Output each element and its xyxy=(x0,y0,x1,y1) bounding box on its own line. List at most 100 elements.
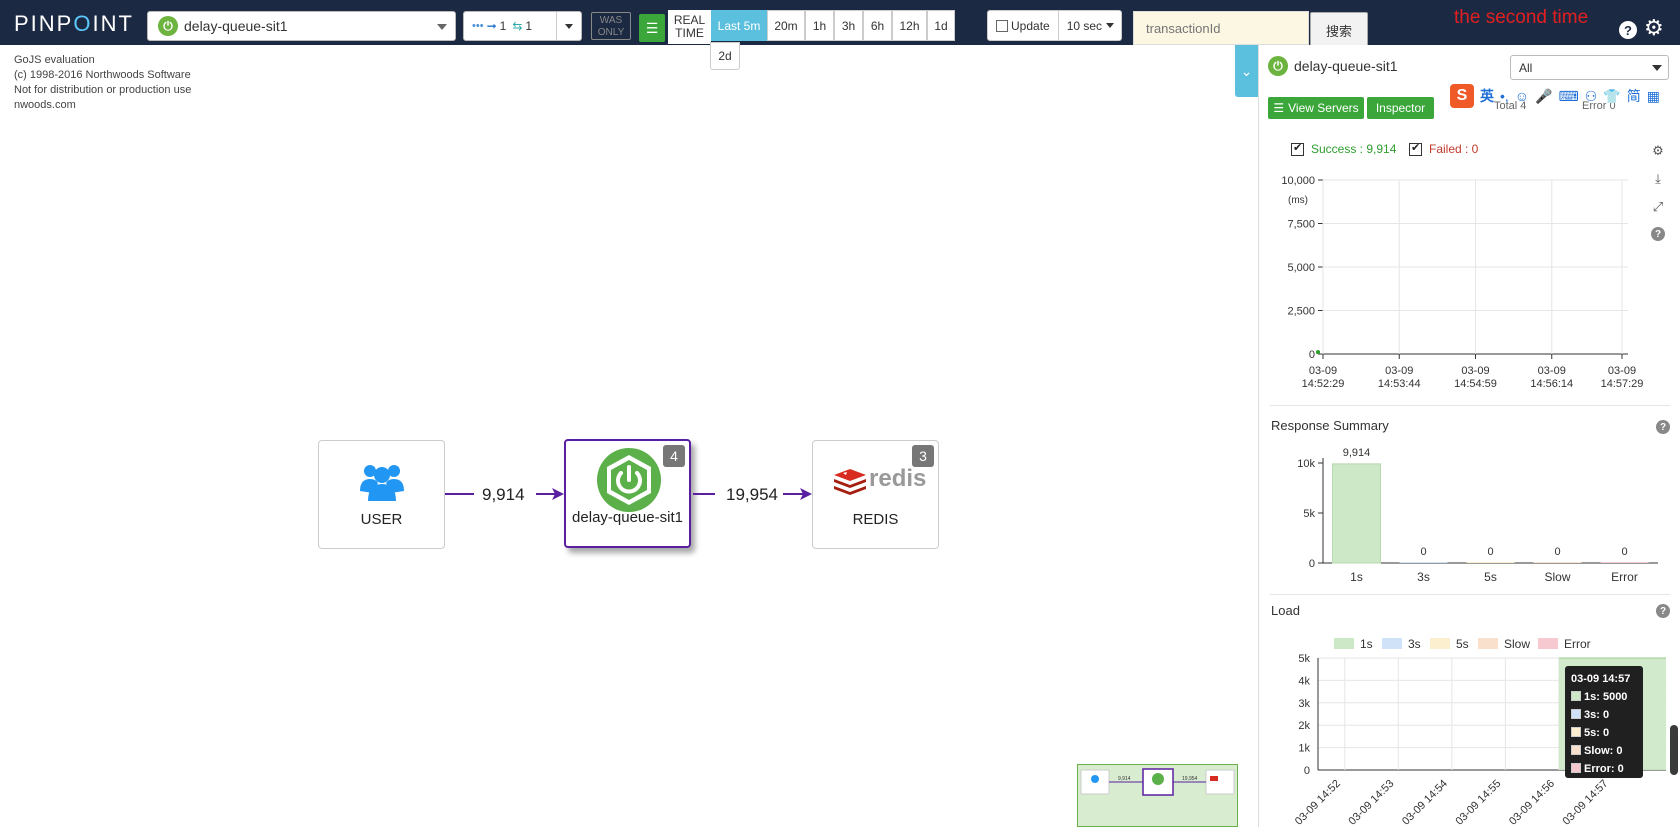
user-icon[interactable]: ⚇ xyxy=(1584,87,1598,104)
x-tick-label: 03-09 14:56 xyxy=(1507,778,1557,827)
legend-swatch xyxy=(1382,638,1402,649)
application-select-value: delay-queue-sit1 xyxy=(184,18,288,34)
node-application[interactable]: 4 delay-queue-sit1 xyxy=(564,439,691,548)
failed-filter[interactable]: Failed : 0 xyxy=(1409,141,1478,156)
panel-collapse-toggle[interactable]: ⌄ xyxy=(1235,45,1258,97)
language-icon[interactable]: 英 xyxy=(1480,88,1494,104)
settings-icon[interactable]: ⚙ xyxy=(1652,143,1664,158)
list-view-button[interactable]: ☰ xyxy=(639,14,665,42)
response-time-scatter-chart[interactable]: 10,0007,5005,0002,5000(ms)03-0914:52:290… xyxy=(1268,170,1663,400)
y-tick-label: 7,500 xyxy=(1287,219,1315,231)
y-tick-label: 5k xyxy=(1298,653,1310,665)
help-icon[interactable]: ? xyxy=(1656,420,1670,434)
skin-icon[interactable]: 👕 xyxy=(1603,87,1621,104)
inspector-button[interactable]: Inspector xyxy=(1367,97,1434,119)
legend-swatch xyxy=(1538,638,1558,649)
diagram-edges xyxy=(445,488,812,500)
bar xyxy=(1600,562,1649,563)
success-checkbox[interactable] xyxy=(1291,141,1304,156)
x-tick-label: 03-09 14:53 xyxy=(1346,778,1396,827)
edge-user-to-app[interactable] xyxy=(445,488,564,500)
edge-user-app-count[interactable]: 9,914 xyxy=(482,485,525,504)
sogou-ime-icon[interactable]: S xyxy=(1450,84,1474,108)
range-1d-button[interactable]: 1d xyxy=(927,10,955,41)
x-tick-label: 03-09 14:57 xyxy=(1561,778,1611,827)
legend-swatch xyxy=(1478,638,1498,649)
keyboard-icon[interactable]: ⌨ xyxy=(1558,87,1579,104)
success-filter[interactable]: Success : 9,914 xyxy=(1291,141,1396,156)
range-last-5m-button[interactable]: Last 5m xyxy=(711,10,767,41)
auto-update-control[interactable]: Update 10 sec xyxy=(987,10,1122,41)
caller-depth-icon: ⇆ xyxy=(512,19,523,33)
help-icon[interactable]: ? xyxy=(1619,21,1637,39)
update-interval-select[interactable]: 10 sec xyxy=(1066,18,1103,33)
y-tick-label: 0 xyxy=(1309,558,1315,570)
search-button[interactable]: 搜索 xyxy=(1310,12,1368,49)
y-tick-label: 0 xyxy=(1309,349,1315,361)
edge-app-redis-count[interactable]: 19,954 xyxy=(726,485,778,504)
microphone-icon[interactable]: 🎤 xyxy=(1535,87,1553,104)
y-tick-label: 2,500 xyxy=(1287,306,1315,318)
range-6h-button[interactable]: 6h xyxy=(863,10,892,41)
gear-icon[interactable]: ⚙ xyxy=(1644,15,1664,40)
simplified-icon[interactable]: 简 xyxy=(1626,88,1641,104)
arrow-right-icon: ➞ xyxy=(486,19,497,33)
range-12h-button[interactable]: 12h xyxy=(892,10,927,41)
transaction-id-input[interactable] xyxy=(1133,11,1309,45)
arrow-right-icon xyxy=(552,488,564,500)
fullscreen-icon[interactable]: ⤢ xyxy=(1652,199,1664,214)
bar-value-label: 9,914 xyxy=(1343,447,1371,459)
bar-value-label: 0 xyxy=(1554,546,1560,558)
bar-value-label: 0 xyxy=(1487,546,1493,558)
edge-app-to-redis[interactable] xyxy=(693,488,812,500)
total-count: Total 4 xyxy=(1494,100,1527,112)
node-redis-label: REDIS xyxy=(852,511,899,528)
bar xyxy=(1399,562,1448,563)
grid-icon[interactable]: ▦ xyxy=(1646,87,1660,104)
x-tick-label: 14:52:29 xyxy=(1302,378,1345,390)
node-user-label: USER xyxy=(360,511,403,528)
y-tick-label: 3k xyxy=(1298,698,1310,710)
application-select[interactable]: ⏻ delay-queue-sit1 xyxy=(147,11,456,41)
x-tick-label: 03-09 xyxy=(1538,365,1566,377)
was-only-toggle[interactable]: WAS ONLY xyxy=(591,12,631,40)
callee-depth-value: 1 xyxy=(499,19,507,33)
range-20m-button[interactable]: 20m xyxy=(767,10,805,41)
chevron-down-icon xyxy=(1106,23,1115,28)
callee-depth-icon: ••• xyxy=(472,20,484,32)
failed-checkbox[interactable] xyxy=(1409,141,1422,156)
overview-minimap[interactable]: 9,914 19,954 xyxy=(1077,764,1238,827)
node-redis[interactable]: redis 3 REDIS xyxy=(812,440,939,549)
download-icon[interactable]: ⤓ xyxy=(1655,171,1661,186)
server-filter-select[interactable]: All xyxy=(1510,55,1669,80)
range-2d-button[interactable]: 2d xyxy=(710,42,740,70)
range-3h-button[interactable]: 3h xyxy=(834,10,863,41)
error-count: Error 0 xyxy=(1582,100,1616,112)
bar xyxy=(1533,562,1582,563)
search-depth-select[interactable]: ••• ➞ 1 ⇆ 1 xyxy=(463,11,582,41)
panel-scrollbar[interactable] xyxy=(1670,725,1678,775)
help-icon[interactable]: ? xyxy=(1650,226,1666,242)
emoji-icon[interactable]: ☺ xyxy=(1514,88,1530,104)
legend-label: 5s xyxy=(1456,637,1469,651)
view-servers-button[interactable]: ☰View Servers xyxy=(1268,97,1364,119)
node-user[interactable]: USER xyxy=(318,440,445,549)
pinpoint-logo[interactable]: PINPOINT xyxy=(14,11,134,36)
x-tick-label: 03-09 14:54 xyxy=(1400,778,1450,827)
range-1h-button[interactable]: 1h xyxy=(805,10,834,41)
minimap-edge-label: 9,914 xyxy=(1118,776,1131,782)
help-icon[interactable]: ? xyxy=(1656,604,1670,618)
y-tick-label: 10,000 xyxy=(1281,175,1315,187)
x-tick-label: 14:56:14 xyxy=(1530,378,1573,390)
legend-swatch xyxy=(1334,638,1354,649)
x-tick-label: 03-09 xyxy=(1608,365,1636,377)
spring-boot-icon xyxy=(597,448,661,512)
x-tick-label: 03-09 xyxy=(1461,365,1489,377)
punctuation-icon[interactable]: •, xyxy=(1500,88,1509,104)
update-checkbox[interactable] xyxy=(996,19,1008,32)
chevron-down-icon xyxy=(565,24,573,29)
legend-label: 3s xyxy=(1408,637,1421,651)
x-tick-label: Error xyxy=(1611,570,1638,584)
